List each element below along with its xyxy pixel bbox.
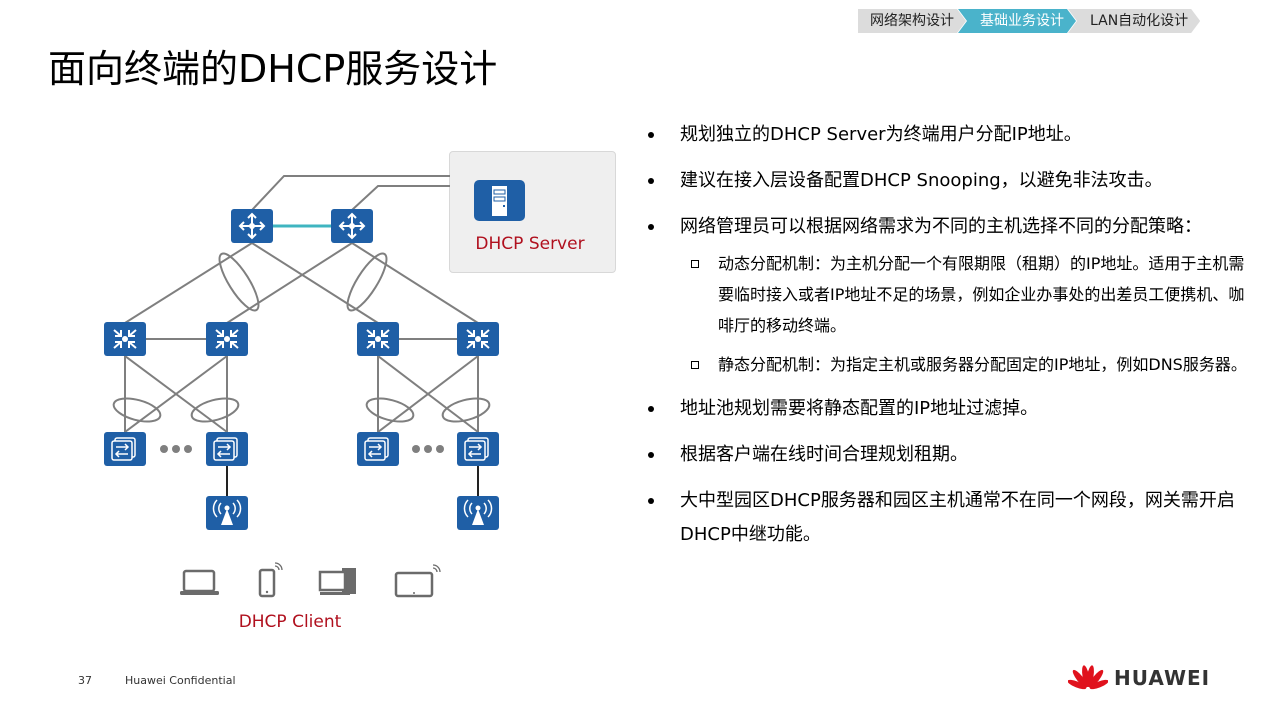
- bullet-item: 地址池规划需要将静态配置的IP地址过滤掉。: [648, 392, 1248, 426]
- desktop-icon: [318, 568, 356, 595]
- access-point-1-icon[interactable]: [205, 495, 249, 531]
- bullet-item: 根据客户端在线时间合理规划租期。: [648, 438, 1248, 472]
- laptop-icon: [180, 569, 219, 595]
- sub-bullet-square-icon: [691, 361, 699, 369]
- aggregation-switch-1-icon[interactable]: [103, 321, 147, 357]
- dhcp-server-label: DHCP Server: [475, 234, 585, 254]
- brand-name: HUAWEI: [1114, 666, 1211, 690]
- bullet-dot-icon: [648, 406, 654, 412]
- breadcrumb-item-lan-automation[interactable]: LAN自动化设计: [1068, 9, 1200, 33]
- bullet-list: 规划独立的DHCP Server为终端用户分配IP地址。 建议在接入层设备配置D…: [648, 118, 1248, 564]
- network-diagram: DHCP Server DHCP Client: [103, 151, 616, 632]
- dhcp-server-icon[interactable]: [474, 180, 525, 221]
- aggregation-switch-2-icon[interactable]: [205, 321, 249, 357]
- phone-icon: [258, 562, 283, 598]
- sub-bullet-item: 静态分配机制：为指定主机或服务器分配固定的IP地址，例如DNS服务器。: [648, 349, 1248, 380]
- breadcrumb-item-network-architecture[interactable]: 网络架构设计: [858, 9, 966, 33]
- bullet-item: 规划独立的DHCP Server为终端用户分配IP地址。: [648, 118, 1248, 152]
- huawei-flower-icon: [1068, 665, 1108, 690]
- bullet-item: 建议在接入层设备配置DHCP Snooping，以避免非法攻击。: [648, 164, 1248, 198]
- access-switch-2-icon[interactable]: [205, 431, 249, 467]
- breadcrumb: 网络架构设计 基础业务设计 LAN自动化设计: [858, 9, 1192, 33]
- bullet-dot-icon: [648, 498, 654, 504]
- page-number: 37: [78, 674, 92, 687]
- ellipsis-dots-right: [412, 445, 444, 453]
- core-agg-links: [124, 242, 479, 324]
- dhcp-client-label: DHCP Client: [238, 612, 342, 632]
- bullet-dot-icon: [648, 178, 654, 184]
- bullet-dot-icon: [648, 452, 654, 458]
- access-switch-1-icon[interactable]: [103, 431, 147, 467]
- confidential-label: Huawei Confidential: [125, 674, 236, 687]
- access-switch-3-icon[interactable]: [356, 431, 400, 467]
- ap-links: [226, 466, 479, 496]
- bullet-item: 大中型园区DHCP服务器和园区主机通常不在同一个网段，网关需开启DHCP中继功能…: [648, 484, 1248, 552]
- aggregation-switch-4-icon[interactable]: [456, 321, 500, 357]
- tablet-icon: [394, 564, 441, 598]
- sub-bullet-item: 动态分配机制：为主机分配一个有限期限（租期）的IP地址。适用于主机需要临时接入或…: [648, 248, 1248, 341]
- agg-links: [112, 338, 491, 433]
- page-title: 面向终端的DHCP服务设计: [48, 47, 498, 91]
- core-router-1-icon[interactable]: [230, 208, 274, 244]
- core-router-2-icon[interactable]: [330, 208, 374, 244]
- breadcrumb-item-basic-service[interactable]: 基础业务设计: [958, 9, 1076, 33]
- aggregation-switch-3-icon[interactable]: [356, 321, 400, 357]
- topology-svg: [103, 175, 525, 598]
- ellipsis-dots-left: [160, 445, 192, 453]
- sub-bullet-square-icon: [691, 260, 699, 268]
- bullet-dot-icon: [648, 132, 654, 138]
- access-switch-4-icon[interactable]: [456, 431, 500, 467]
- huawei-logo: HUAWEI: [1068, 663, 1210, 693]
- bullet-item: 网络管理员可以根据网络需求为不同的主机选择不同的分配策略：: [648, 210, 1248, 244]
- server-uplinks: [251, 175, 450, 211]
- bullet-dot-icon: [648, 224, 654, 230]
- access-point-2-icon[interactable]: [456, 495, 500, 531]
